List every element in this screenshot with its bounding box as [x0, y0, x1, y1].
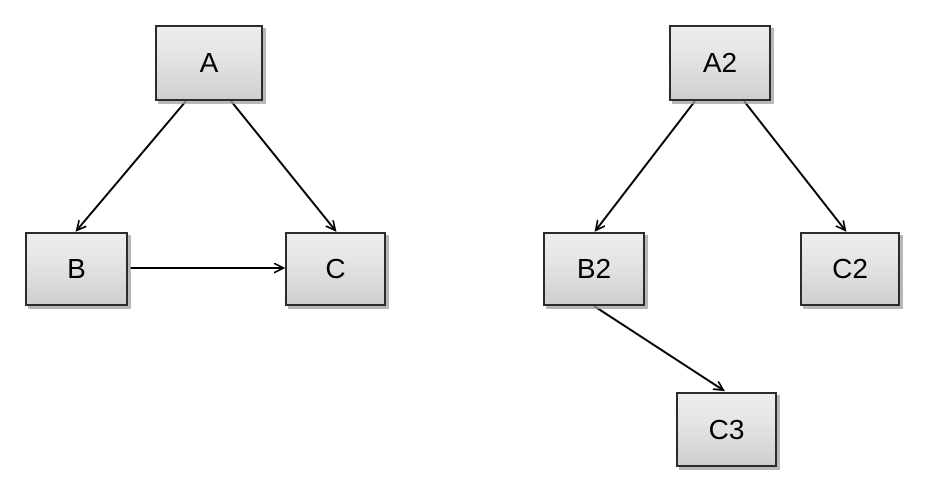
node-c3-label: C3 — [708, 413, 745, 445]
node-a2-label: A2 — [702, 47, 738, 78]
node-a2[interactable]: A2 — [669, 25, 771, 101]
edge-a2-to-b2 — [596, 100, 696, 230]
node-b[interactable]: B — [25, 232, 128, 306]
edge-a2-to-c2 — [743, 100, 845, 230]
node-b2-label: B2 — [576, 253, 612, 284]
node-c-label: C — [325, 253, 346, 284]
node-c2-label: C2 — [832, 253, 868, 284]
edge-b2-to-c3 — [593, 305, 723, 390]
node-b2[interactable]: B2 — [543, 232, 645, 306]
node-c2[interactable]: C2 — [800, 232, 900, 306]
node-c3[interactable]: C3 — [676, 392, 777, 467]
node-c[interactable]: C — [285, 232, 386, 306]
node-a[interactable]: A — [155, 25, 263, 101]
node-b-label: B — [67, 253, 86, 284]
edge-a-to-b — [77, 100, 187, 230]
edge-a-to-c — [230, 100, 335, 230]
node-a-label: A — [199, 47, 219, 78]
